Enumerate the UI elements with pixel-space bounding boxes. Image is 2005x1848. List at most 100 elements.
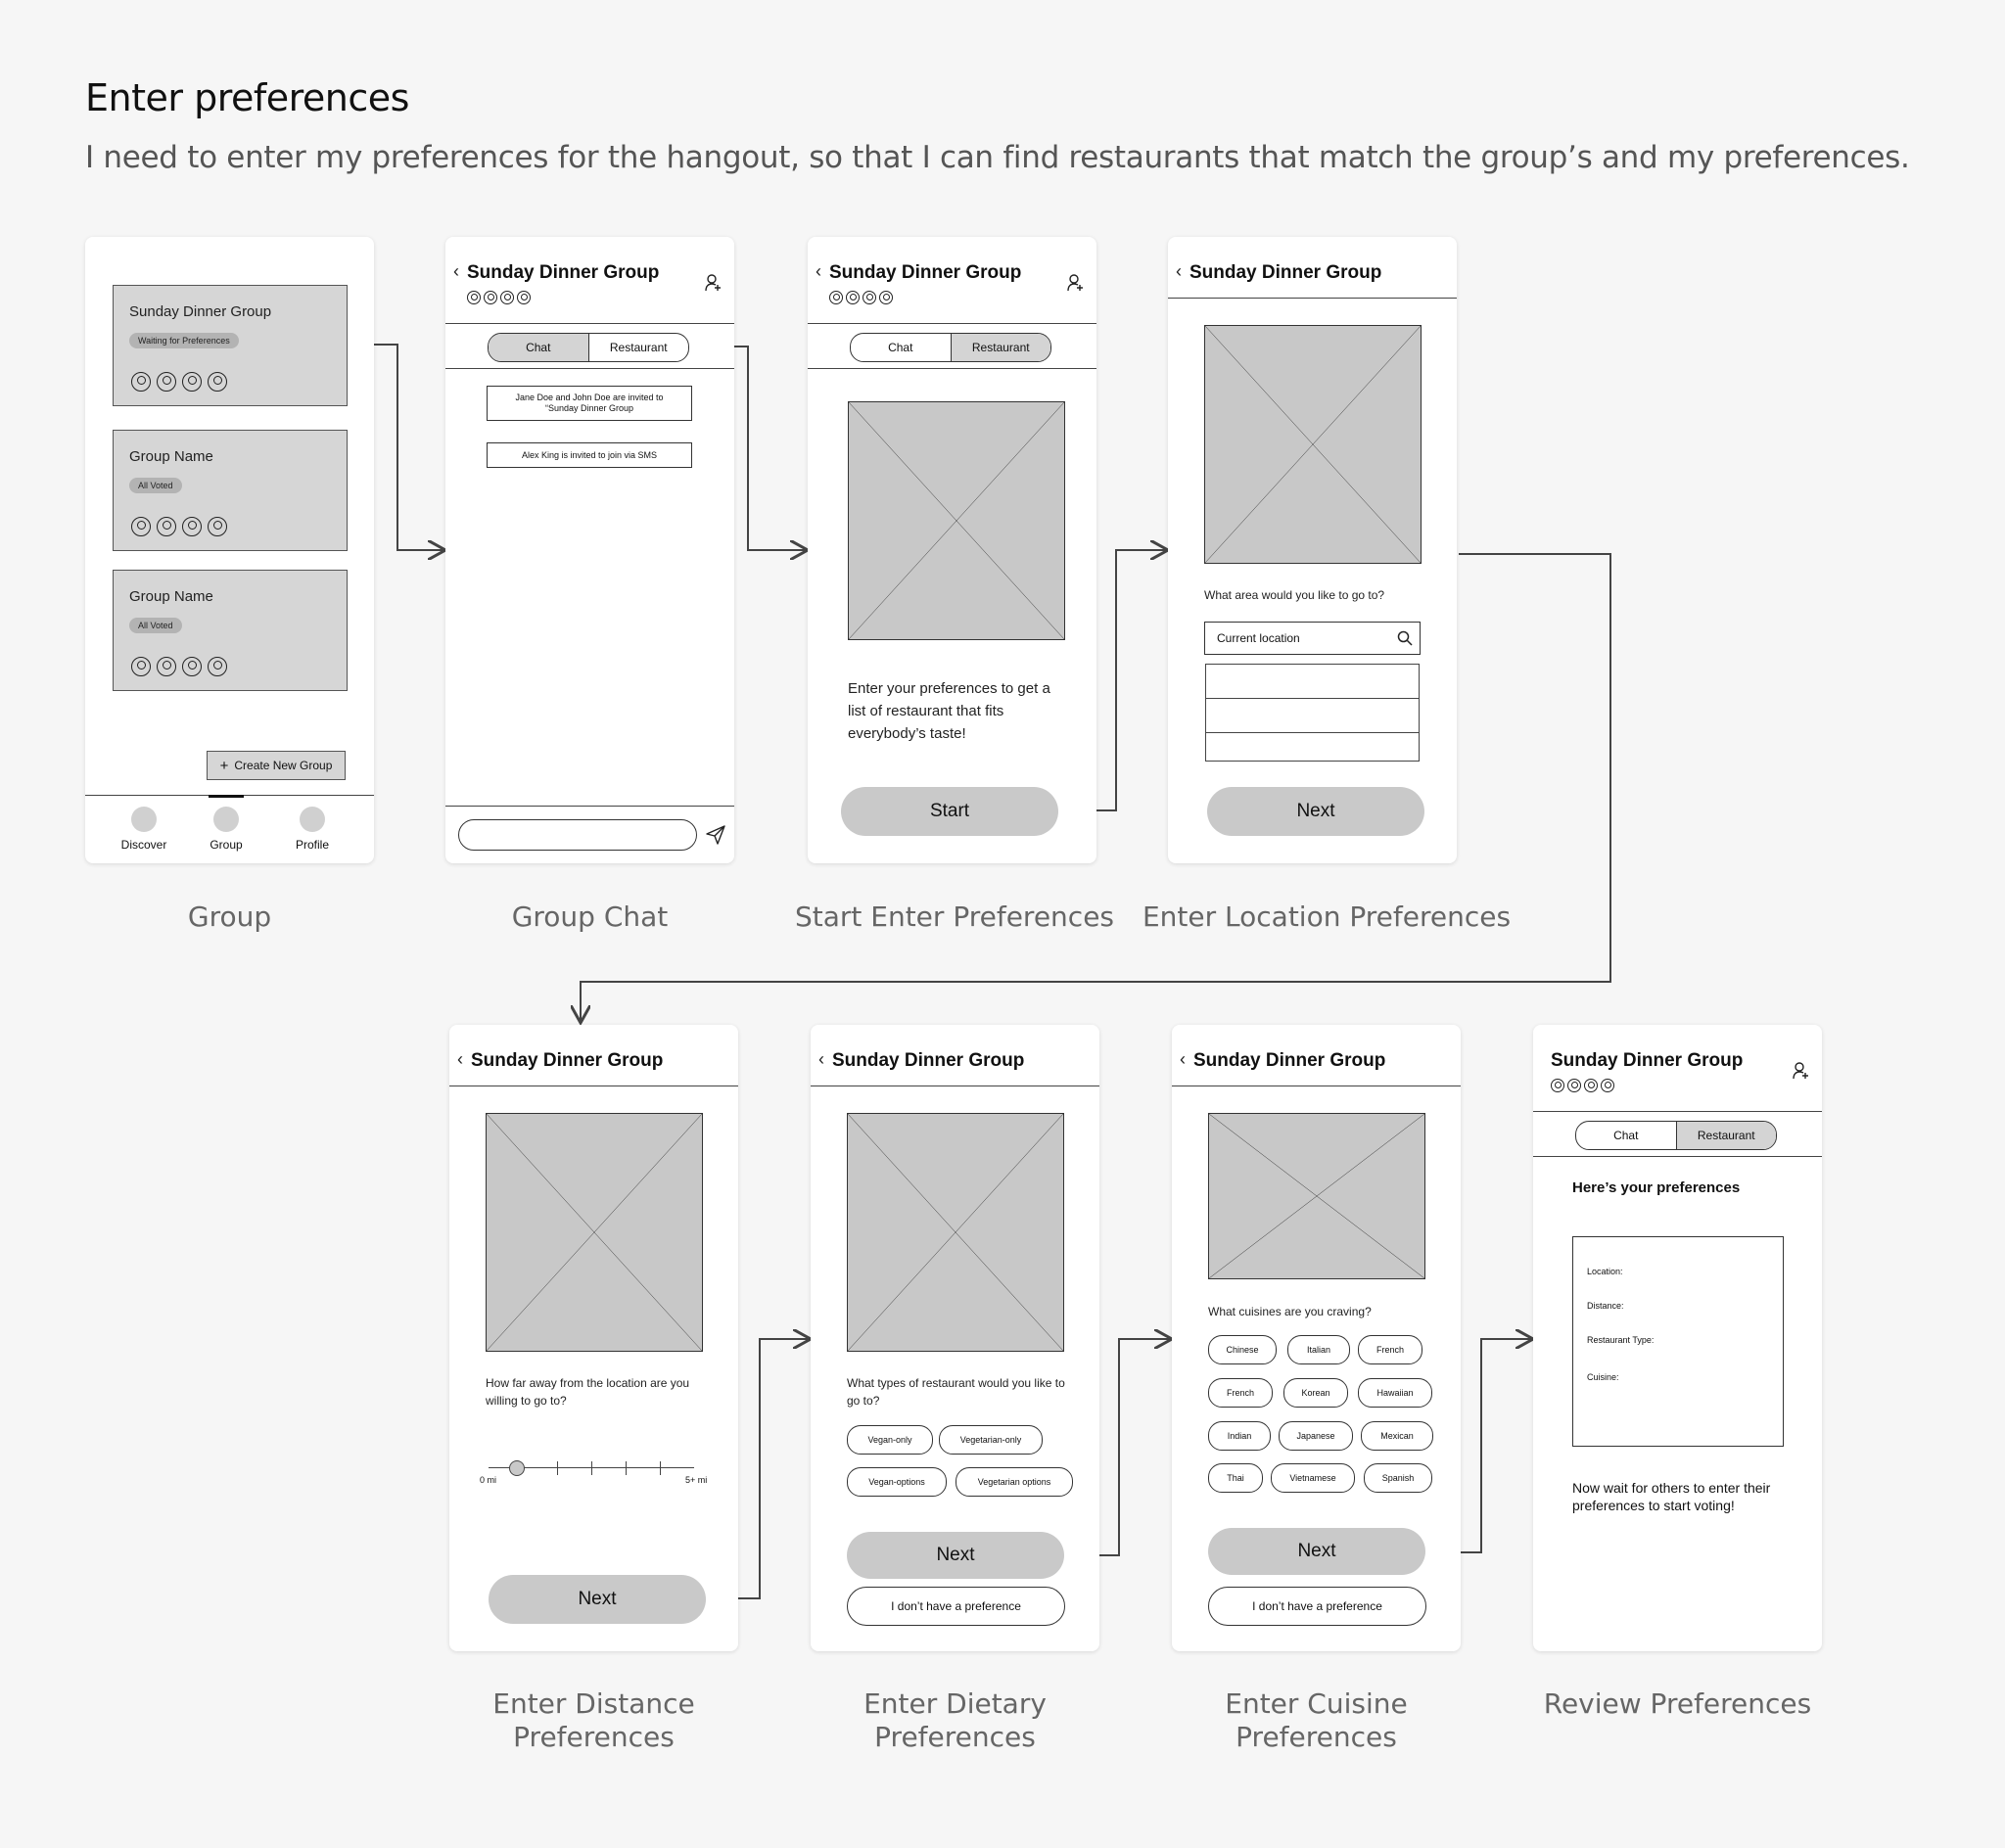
group-card-name: Sunday Dinner Group — [129, 303, 272, 320]
chip-option[interactable]: Korean — [1283, 1378, 1348, 1408]
create-group-button[interactable]: + Create New Group — [207, 751, 346, 780]
location-search-input[interactable]: Current location — [1204, 622, 1421, 655]
group-card[interactable]: Group Name All Voted — [113, 570, 348, 691]
group-title: Sunday Dinner Group — [471, 1050, 664, 1071]
avatar-icon — [182, 517, 202, 536]
chip-option[interactable]: Vegetarian options — [956, 1467, 1073, 1497]
caption-dietary: Enter Dietary Preferences — [811, 1687, 1099, 1754]
next-button[interactable]: Next — [1207, 787, 1424, 836]
group-title: Sunday Dinner Group — [1193, 1050, 1386, 1071]
group-card[interactable]: Group Name All Voted — [113, 430, 348, 551]
chat-restaurant-tabs: Chat Restaurant — [1575, 1121, 1777, 1150]
summary-field: Distance: — [1587, 1301, 1624, 1311]
slider-tick — [626, 1461, 627, 1475]
nav-profile[interactable]: Profile — [277, 807, 348, 852]
next-button[interactable]: Next — [1208, 1528, 1425, 1575]
chip-option[interactable]: Vegan-options — [847, 1467, 947, 1497]
avatar-icon — [500, 291, 514, 304]
back-chevron-icon[interactable]: ‹ — [816, 261, 821, 281]
tab-restaurant[interactable]: Restaurant — [950, 334, 1050, 361]
avatar-icon — [157, 372, 176, 392]
caption-group: Group — [187, 901, 272, 933]
send-icon[interactable] — [705, 824, 726, 846]
avatar-icon — [846, 291, 860, 304]
back-chevron-icon[interactable]: ‹ — [1176, 261, 1182, 281]
member-avatars — [467, 291, 531, 304]
chip-option[interactable]: French — [1208, 1378, 1273, 1408]
avatar-icon — [1551, 1079, 1564, 1092]
phone-group-chat: ‹ Sunday Dinner Group Chat Restaurant Ja… — [445, 237, 734, 863]
chip-option[interactable]: Vegan-only — [847, 1425, 933, 1455]
caption-distance: Enter Distance Preferences — [449, 1687, 738, 1754]
message-input[interactable] — [458, 819, 697, 851]
avatar-icon — [131, 657, 151, 676]
distance-question: How far away from the location are you w… — [486, 1376, 690, 1408]
back-chevron-icon[interactable]: ‹ — [818, 1049, 824, 1069]
group-card[interactable]: Sunday Dinner Group Waiting for Preferen… — [113, 285, 348, 406]
no-preference-button[interactable]: I don’t have a preference — [847, 1587, 1065, 1626]
screen-header: ‹ Sunday Dinner Group — [445, 237, 734, 324]
location-suggestion[interactable] — [1205, 698, 1420, 733]
tab-chat[interactable]: Chat — [1613, 1129, 1639, 1142]
slider-tick — [557, 1461, 558, 1475]
avatar-icon — [467, 291, 481, 304]
summary-field: Restaurant Type: — [1587, 1335, 1655, 1345]
back-chevron-icon[interactable]: ‹ — [453, 261, 459, 281]
chip-option[interactable]: Chinese — [1208, 1335, 1277, 1364]
image-placeholder — [1208, 1113, 1425, 1279]
member-avatars — [131, 657, 227, 676]
back-chevron-icon[interactable]: ‹ — [1180, 1049, 1186, 1069]
phone-group: Sunday Dinner Group Waiting for Preferen… — [85, 237, 374, 863]
caption-line: Enter Cuisine — [1225, 1687, 1408, 1720]
phone-review: Sunday Dinner Group Chat Restaurant Here… — [1533, 1025, 1822, 1651]
no-preference-button[interactable]: I don’t have a preference — [1208, 1587, 1426, 1626]
chip-option[interactable]: Hawaiian — [1358, 1378, 1432, 1408]
phone-distance: ‹ Sunday Dinner Group How far away from … — [449, 1025, 738, 1651]
phone-cuisine: ‹ Sunday Dinner Group What cuisines are … — [1172, 1025, 1461, 1651]
chip-option[interactable]: Vietnamese — [1271, 1463, 1355, 1493]
avatar-icon — [182, 657, 202, 676]
group-card-name: Group Name — [129, 588, 213, 605]
chip-option[interactable]: Indian — [1208, 1421, 1271, 1451]
distance-slider[interactable] — [489, 1458, 694, 1478]
chip-option[interactable]: Vegetarian-only — [939, 1425, 1043, 1455]
system-message: Jane Doe and John Doe are invited to “Su… — [487, 386, 692, 421]
caption-location: Enter Location Preferences — [1142, 901, 1512, 933]
chip-option[interactable]: Mexican — [1361, 1421, 1433, 1451]
chip-option[interactable]: Spanish — [1364, 1463, 1432, 1493]
next-button[interactable]: Next — [489, 1575, 706, 1624]
nav-discover[interactable]: Discover — [109, 807, 179, 852]
next-button[interactable]: Next — [847, 1532, 1064, 1579]
screen-header: ‹ Sunday Dinner Group — [808, 237, 1096, 324]
tab-restaurant[interactable]: Restaurant — [1675, 1122, 1776, 1149]
back-chevron-icon[interactable]: ‹ — [457, 1049, 463, 1069]
add-user-icon[interactable] — [1067, 274, 1083, 292]
start-button[interactable]: Start — [841, 787, 1058, 836]
chip-option[interactable]: Japanese — [1279, 1421, 1353, 1451]
avatar-icon — [208, 657, 227, 676]
slider-min-label: 0 mi — [480, 1475, 497, 1485]
caption-line: Enter Distance — [492, 1687, 695, 1720]
tab-restaurant[interactable]: Restaurant — [587, 334, 689, 361]
location-suggestion[interactable] — [1205, 664, 1420, 699]
start-description: Enter your preferences to get a list of … — [848, 680, 1050, 742]
add-user-icon[interactable] — [1793, 1062, 1808, 1080]
nav-group[interactable]: Group — [191, 807, 261, 852]
chip-option[interactable]: Thai — [1208, 1463, 1263, 1493]
screen-header: ‹ Sunday Dinner Group — [449, 1025, 738, 1086]
location-suggestion[interactable] — [1205, 732, 1420, 762]
slider-tick — [660, 1461, 661, 1475]
add-user-icon[interactable] — [705, 274, 721, 292]
slider-tick — [591, 1461, 592, 1475]
discover-icon — [131, 807, 157, 832]
chip-option[interactable]: Italian — [1287, 1335, 1350, 1364]
avatar-icon — [863, 291, 876, 304]
tab-chat[interactable]: Chat — [888, 341, 913, 354]
chip-option[interactable]: French — [1358, 1335, 1422, 1364]
slider-thumb[interactable] — [509, 1460, 525, 1476]
group-title: Sunday Dinner Group — [832, 1050, 1025, 1071]
phone-start-preferences: ‹ Sunday Dinner Group Chat Restaurant En… — [808, 237, 1096, 863]
tab-chat[interactable]: Chat — [489, 334, 588, 361]
cuisine-question: What cuisines are you craving? — [1208, 1305, 1372, 1318]
